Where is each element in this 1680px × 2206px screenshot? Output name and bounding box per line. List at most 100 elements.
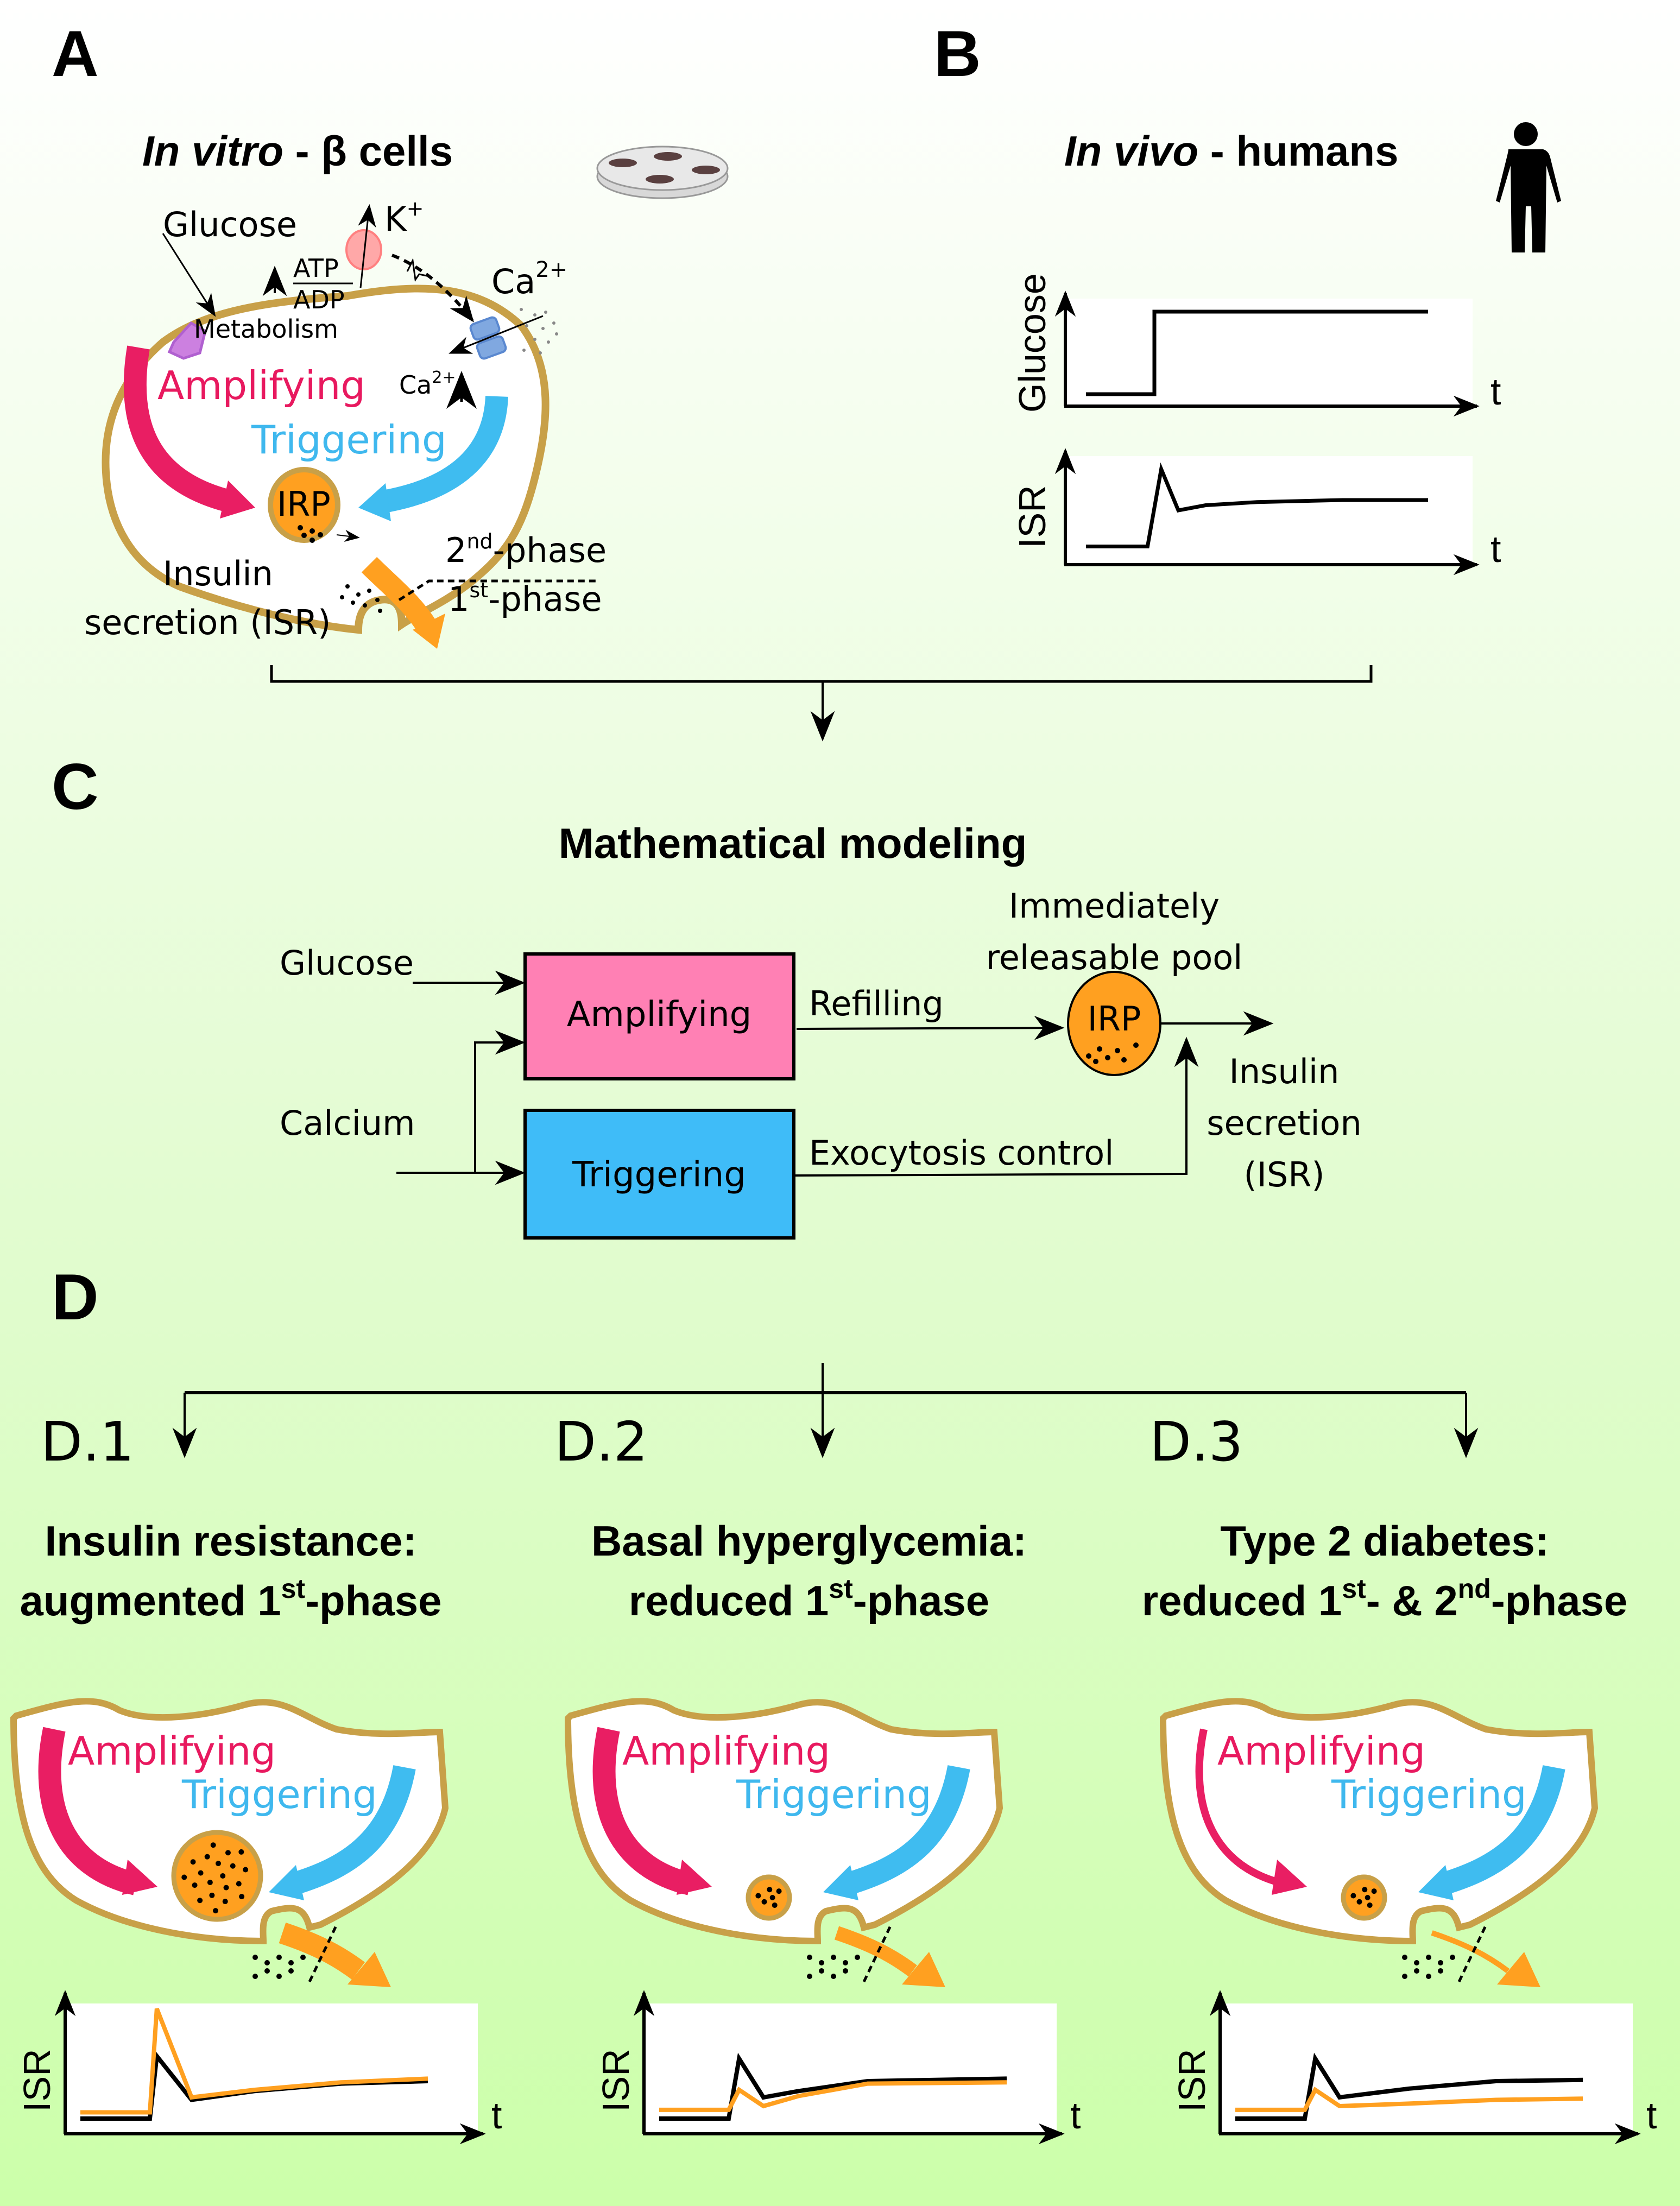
triggering-label: Triggering: [251, 417, 447, 463]
insulin-granule: [210, 1842, 216, 1848]
subpanel-title-line1: Type 2 diabetes:: [1220, 1517, 1549, 1565]
amplifying-label: Amplifying: [1217, 1728, 1425, 1774]
secreted-insulin-dot: [1402, 1974, 1407, 1979]
irp-vesicle-icon: [268, 467, 340, 543]
panel-b-label: B: [934, 17, 981, 90]
triggering-arrowhead: [1418, 1865, 1454, 1900]
isr-plot-ylabel: ISR: [1011, 485, 1053, 548]
triggering-arrow: [289, 1765, 416, 1895]
amplifying-arrowhead: [122, 1860, 157, 1895]
irp-vesicle: [171, 1830, 263, 1922]
irp-label: IRP: [277, 484, 331, 524]
exocytosis-control-label: Exocytosis control: [809, 1133, 1114, 1173]
k-efflux-arrow: [358, 204, 376, 288]
irp-pool-icon: [1067, 971, 1161, 1076]
refilling-label: Refilling: [809, 984, 944, 1023]
insulin-granule: [767, 1887, 773, 1893]
input-calcium-label: Calcium: [280, 1103, 415, 1143]
insulin-granule: [207, 1880, 213, 1886]
glucose-curve: [1086, 309, 1428, 396]
insulin-granule: [222, 1899, 228, 1905]
amplifying-box-label: Amplifying: [567, 995, 752, 1035]
panel-c: C Mathematical modeling Glucose Calcium …: [52, 750, 1362, 1240]
insulin-granule: [761, 1899, 767, 1905]
panel-d: D: [52, 1261, 1479, 1458]
glucose-plot-ylabel: Glucose: [1011, 273, 1053, 413]
secreted-insulin-dot: [1414, 1968, 1419, 1974]
secreted-insulin-dot: [264, 1968, 270, 1974]
isr-xlabel: t: [1070, 2094, 1081, 2137]
amplifying-label: Amplifying: [622, 1728, 830, 1774]
insulin-granule: [197, 1898, 203, 1904]
secreted-insulin-dot: [288, 1960, 294, 1965]
panel-c-title: Mathematical modeling: [559, 819, 1027, 867]
triggering-label: Triggering: [1331, 1772, 1527, 1817]
secretion-arrowhead: [348, 1952, 391, 1987]
calcium-to-amplifying-arrow: [474, 1030, 526, 1173]
insulin-granule: [216, 1861, 222, 1867]
triggering-box-label: Triggering: [572, 1155, 746, 1195]
secreted-insulin-dot: [1414, 1960, 1419, 1965]
insulin-granule: [1350, 1893, 1356, 1899]
panel-d-label: D: [52, 1261, 99, 1333]
subpanel-title-line1: Basal hyperglycemia:: [591, 1517, 1027, 1565]
refilling-arrow: [796, 1015, 1065, 1040]
secreted-insulin-dot: [1426, 1974, 1431, 1979]
secreted-insulin-dot: [819, 1968, 824, 1974]
panel-c-label: C: [52, 750, 99, 823]
subpanel-title-line2: reduced 1st- & 2nd-phase: [1142, 1573, 1627, 1625]
insulin-granule: [223, 1885, 229, 1891]
insulin-granule: [769, 1895, 775, 1900]
beta-cell-membrane: [102, 285, 550, 634]
amplifying-arrow: [38, 1727, 139, 1895]
secreted-insulin-dot: [831, 1974, 836, 1979]
irp-pool-granules: [1086, 1042, 1139, 1064]
secreted-insulin-dot: [1438, 1968, 1443, 1974]
insulin-granule: [230, 1863, 236, 1869]
insulin-secretion-label-line1: Insulin: [163, 554, 273, 593]
subpanel-title-line1: Insulin resistance:: [45, 1517, 417, 1565]
ab-merge-bracket: [270, 665, 1373, 683]
subpanel-title-line2: reduced 1st-phase: [629, 1573, 989, 1625]
secretion-arrowhead: [413, 614, 445, 649]
secretion-arrow-body: [361, 557, 439, 636]
amplifying-label: Amplifying: [157, 363, 365, 408]
insulin-granule: [1356, 1899, 1362, 1905]
insulin-granule: [209, 1892, 215, 1898]
triggering-box: [523, 1109, 795, 1240]
insulin-granule: [243, 1867, 249, 1873]
condition-isr-curve: [659, 2080, 1007, 2112]
triggering-arrow: [1439, 1765, 1565, 1895]
isr-output-line3: (ISR): [1243, 1155, 1324, 1194]
insulin-granule: [198, 1870, 204, 1876]
amplifying-label: Amplifying: [68, 1728, 276, 1774]
triggering-arrow: [844, 1765, 970, 1895]
insulin-granule: [225, 1850, 231, 1856]
insulin-granules: [298, 525, 323, 543]
condition-isr-curve: [80, 2008, 428, 2115]
amplifying-arrowhead: [1272, 1860, 1307, 1895]
secreted-insulin-dot: [1426, 1955, 1431, 1960]
secreted-insulin-dot: [1402, 1955, 1407, 1960]
panel-a-title-rest: - β cells: [283, 127, 453, 175]
input-glucose-label: Glucose: [280, 943, 414, 983]
exocytosis-control-arrow: [795, 1036, 1199, 1177]
second-phase-label: 2nd-phase: [445, 529, 607, 570]
glucose-plot-xlabel: t: [1490, 370, 1501, 413]
isr-ylabel: ISR: [1171, 2049, 1213, 2112]
irp-description-line1: Immediately: [1009, 886, 1220, 926]
phase-divider-dashed-line: [398, 579, 597, 602]
calcium-ions-dots: [520, 308, 558, 355]
atp-label: ATP: [293, 254, 339, 283]
secretion-arrowhead: [902, 1952, 945, 1987]
triggering-label: Triggering: [181, 1772, 377, 1817]
panel-a: A In vitro - β cells Glucose Metabolism …: [52, 17, 729, 649]
insulin-granule: [192, 1882, 198, 1888]
amplifying-arrow: [592, 1727, 693, 1895]
amplifying-box: [523, 952, 795, 1080]
isr-ylabel: ISR: [16, 2049, 58, 2112]
irp-vesicle: [746, 1874, 792, 1921]
glucose-uptake-arrow: [162, 233, 216, 317]
person-icon: [1496, 122, 1561, 252]
